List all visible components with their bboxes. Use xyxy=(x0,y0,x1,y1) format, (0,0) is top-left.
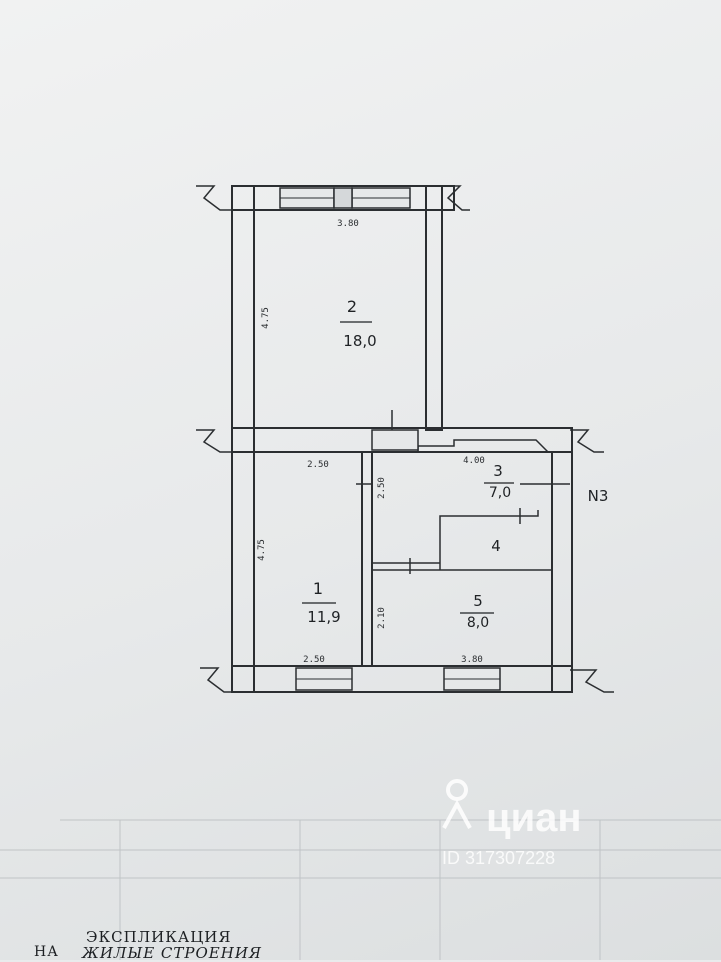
break-mark-bottom-left xyxy=(200,667,236,693)
wall-left xyxy=(231,185,255,693)
dim-room5-height: 2.10 xyxy=(377,607,387,629)
room-3-area: 7,0 xyxy=(489,485,511,501)
footer-title: ЭКСПЛИКАЦИЯ xyxy=(86,928,232,946)
wall-middle xyxy=(231,427,573,453)
partition-line-4b xyxy=(439,510,539,570)
location-pin-icon xyxy=(442,779,472,829)
dim-room2-height: 4.75 xyxy=(261,307,271,329)
dim-corridor-height: 2.50 xyxy=(377,477,387,499)
room-1-area: 11,9 xyxy=(307,608,340,626)
wall-right-lower xyxy=(551,451,573,693)
room-3-number: 3 xyxy=(493,462,503,480)
room-5-area: 8,0 xyxy=(467,615,489,631)
break-mark-top-right xyxy=(438,185,470,211)
window-mullion xyxy=(333,187,353,209)
dim-room1-top: 2.50 xyxy=(307,460,329,470)
break-mark-bottom-right xyxy=(570,669,614,693)
wall-right-upper xyxy=(425,185,443,431)
dim-room2-width: 3.80 xyxy=(337,219,359,229)
dim-room5-width: 3.80 xyxy=(461,655,483,665)
entrance-label: N3 xyxy=(588,487,609,505)
footer-subtitle: ЖИЛЫЕ СТРОЕНИЯ xyxy=(82,944,263,962)
dim-room1-bottom: 2.50 xyxy=(303,655,325,665)
break-mark-mid-right xyxy=(570,429,604,453)
door-room2 xyxy=(371,429,419,451)
dim-room3-width: 4.00 xyxy=(463,456,485,466)
wall-bottom xyxy=(231,665,573,693)
wall-step-3 xyxy=(417,439,549,453)
dim-room1-height: 4.75 xyxy=(257,539,267,561)
room-2-area: 18,0 xyxy=(343,332,376,350)
break-mark-mid-left xyxy=(196,429,234,453)
room-2-number: 2 xyxy=(347,297,357,316)
break-mark-top-left xyxy=(196,185,236,211)
room-4-number: 4 xyxy=(491,537,501,555)
room-1-number: 1 xyxy=(313,579,323,598)
room-5-number: 5 xyxy=(473,592,483,610)
footer-prefix: НА xyxy=(34,944,59,960)
watermark-id: ID 317307228 xyxy=(442,848,556,868)
wall-partition-1 xyxy=(361,451,373,667)
watermark-brand: циан xyxy=(486,796,582,840)
